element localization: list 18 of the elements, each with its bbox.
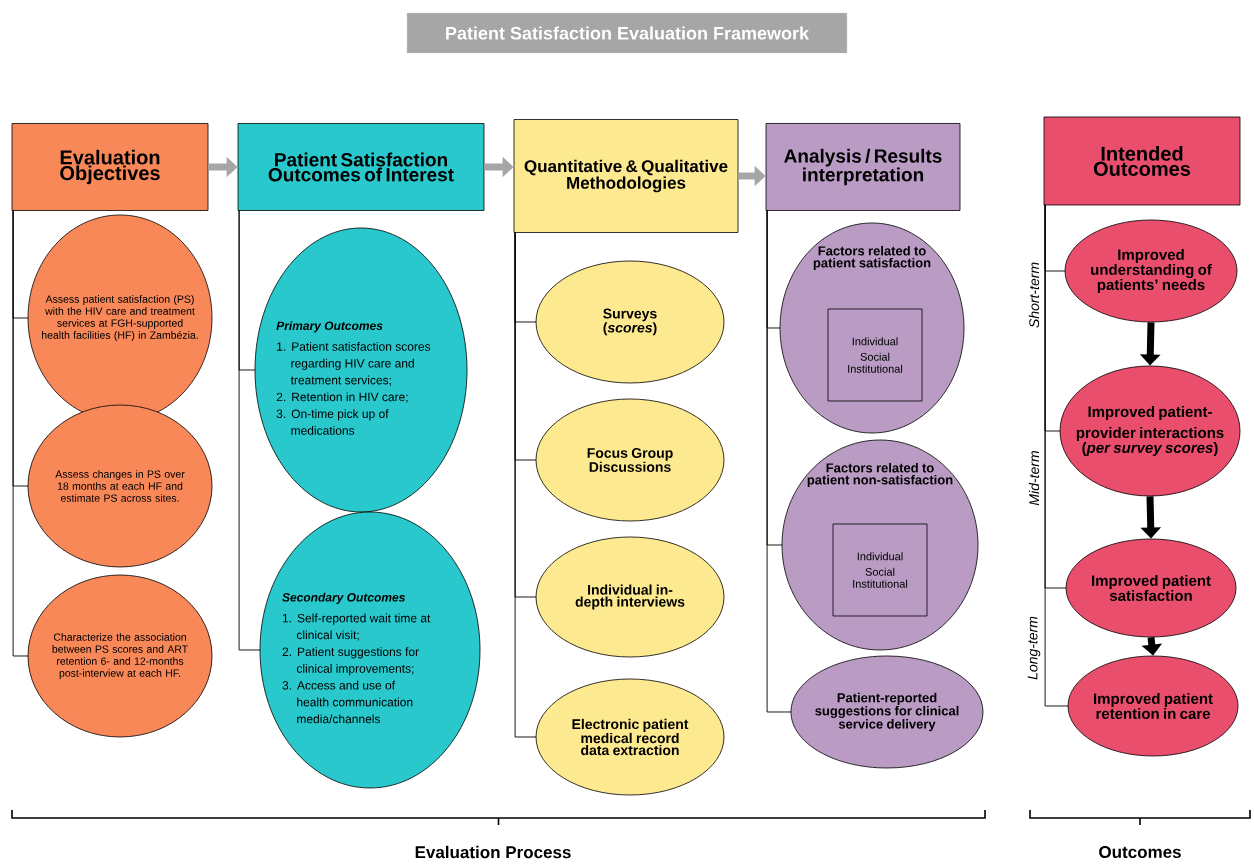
bracket-label: Evaluation Process: [415, 845, 571, 859]
header-box: Quantitative & Qualitative Methodologies: [513, 119, 739, 233]
header-box: Evaluation Objectives: [11, 123, 209, 211]
connector-line: [514, 232, 537, 738]
connector-line: [238, 210, 261, 651]
term-label: Short-term: [1028, 262, 1040, 328]
header-box: Intended Outcomes: [1043, 116, 1241, 206]
factor-box: Individual Social Institutional: [832, 523, 928, 617]
header-box: Analysis / Results interpretation: [765, 123, 961, 211]
title-box: Patient Satisfaction Evaluation Framework: [406, 12, 848, 54]
connector-line: [12, 210, 29, 657]
connector-line: [1044, 204, 1069, 707]
term-label: Long-term: [1027, 616, 1041, 680]
connector-line: [766, 210, 792, 713]
header-box: Patient Satisfaction Outcomes of Interest: [237, 123, 485, 211]
term-label: Mid-term: [1028, 451, 1040, 506]
factor-box: Individual Social Institutional: [827, 308, 923, 402]
bracket-label: Outcomes: [1099, 846, 1181, 858]
